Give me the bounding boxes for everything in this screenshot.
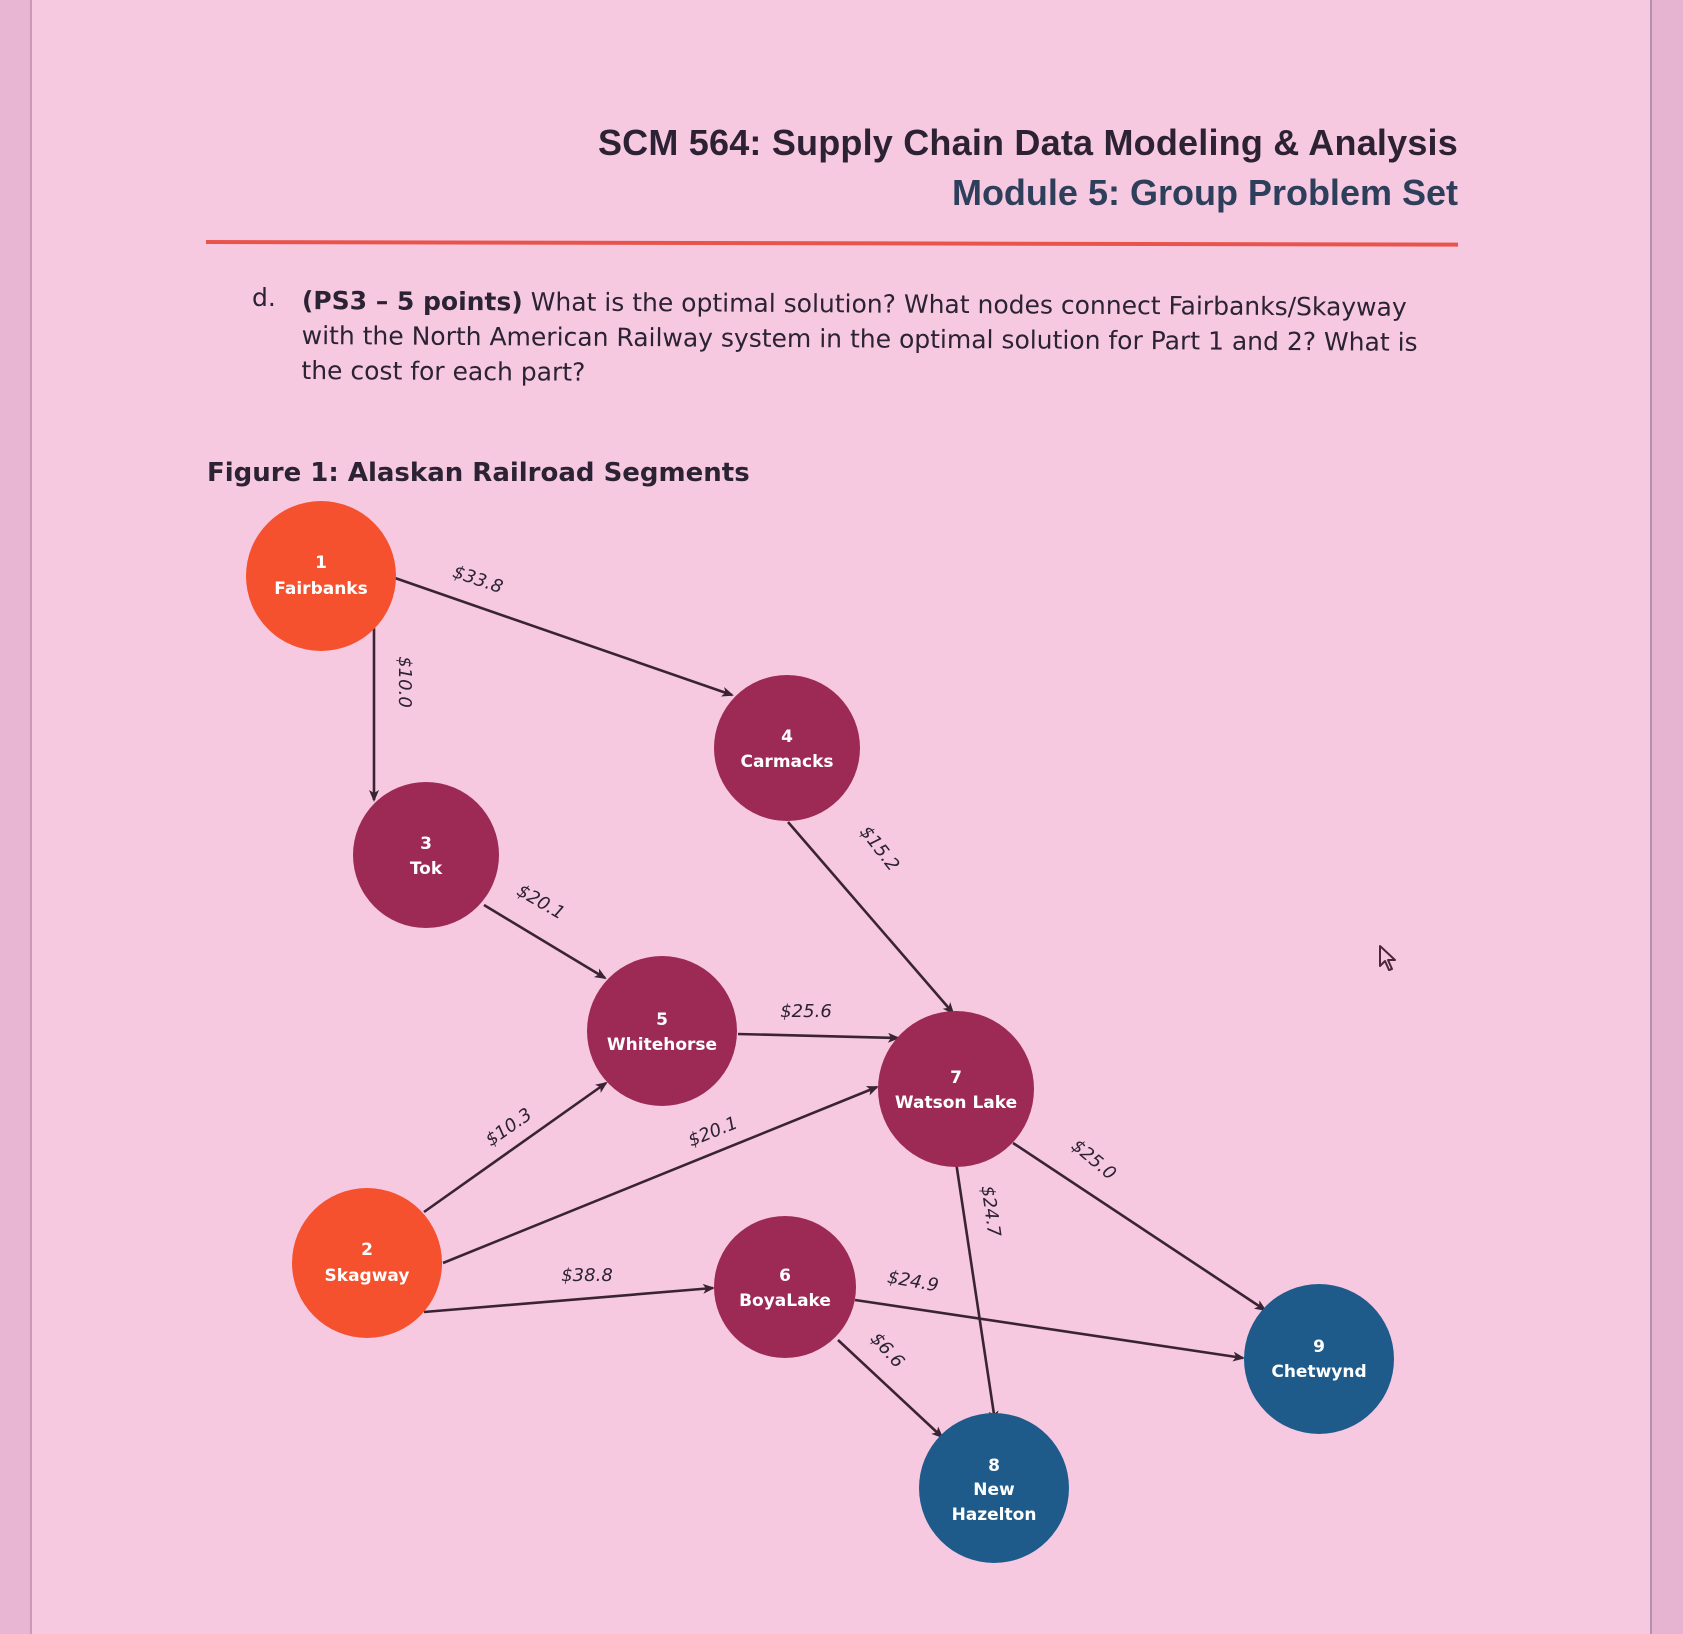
node-carmacks: 4 Carmacks [714, 675, 860, 821]
node-fairbanks-id: 1 [315, 553, 327, 573]
edge-3-5 [483, 903, 607, 980]
edge-2-6 [423, 1283, 715, 1314]
node-watson-lake-name: Watson Lake [895, 1093, 1017, 1113]
edge-2-7 [442, 1085, 879, 1265]
cost-label-2-5: $10.3 [482, 1104, 536, 1151]
edge-6-8 [837, 1339, 944, 1439]
node-whitehorse: 5 Whitehorse [587, 956, 737, 1106]
module-title: Module 5: Group Problem Set [951, 172, 1458, 213]
course-title: SCM 564: Supply Chain Data Modeling & An… [597, 122, 1458, 163]
cost-label-7-9: $25.0 [1067, 1135, 1120, 1184]
cost-label-2-6: $38.8 [561, 1265, 613, 1286]
monitor-bezel-right [1650, 0, 1683, 1634]
node-carmacks-name: Carmacks [740, 752, 833, 772]
node-whitehorse-id: 5 [656, 1010, 668, 1030]
cost-label-7-8: $24.7 [976, 1184, 1004, 1238]
edge-5-7 [737, 1032, 900, 1043]
node-skagway-name: Skagway [325, 1266, 410, 1286]
node-tok-name: Tok [410, 859, 443, 879]
cost-label-4-7: $15.2 [855, 822, 903, 876]
cost-label-3-5: $20.1 [513, 880, 568, 924]
edge-1-4 [394, 576, 734, 697]
node-boyalake-id: 6 [779, 1266, 791, 1286]
node-watson-lake-id: 7 [950, 1068, 962, 1088]
node-whitehorse-name: Whitehorse [607, 1035, 717, 1055]
node-new-hazelton-id: 8 [988, 1456, 1000, 1476]
edge-7-9 [1012, 1141, 1267, 1312]
question-letter: d. [252, 283, 276, 312]
node-new-hazelton-name-2: Hazelton [952, 1505, 1037, 1525]
edge-2-5 [423, 1081, 608, 1214]
node-chetwynd: 9 Chetwynd [1244, 1284, 1394, 1434]
cost-label-5-7: $25.6 [780, 1001, 832, 1022]
edge-6-9 [854, 1298, 1245, 1362]
cost-label-1-4: $33.8 [450, 561, 506, 598]
cost-label-6-8: $6.6 [866, 1328, 908, 1372]
cost-label-6-9: $24.9 [886, 1267, 940, 1297]
monitor-bezel-left [0, 0, 32, 1634]
node-fairbanks: 1 Fairbanks [246, 501, 396, 651]
node-skagway: 2 Skagway [292, 1188, 442, 1338]
mouse-pointer-icon [1379, 945, 1396, 971]
node-tok-id: 3 [420, 834, 432, 854]
node-carmacks-id: 4 [781, 727, 793, 747]
node-new-hazelton: 8 New Hazelton [919, 1413, 1069, 1563]
figure-caption: Figure 1: Alaskan Railroad Segments [207, 458, 750, 488]
node-chetwynd-id: 9 [1313, 1337, 1325, 1357]
node-boyalake-name: BoyaLake [739, 1291, 831, 1311]
edge-4-7 [787, 821, 955, 1015]
cost-label-1-3: $10.0 [394, 656, 415, 708]
node-fairbanks-name: Fairbanks [274, 579, 367, 599]
edges [369, 576, 1267, 1439]
node-watson-lake: 7 Watson Lake [878, 1011, 1034, 1167]
node-new-hazelton-name-1: New [973, 1480, 1015, 1500]
node-boyalake: 6 BoyaLake [714, 1216, 856, 1358]
node-tok: 3 Tok [353, 782, 499, 928]
edge-7-8 [954, 1161, 999, 1423]
node-chetwynd-name: Chetwynd [1271, 1362, 1366, 1382]
node-skagway-id: 2 [361, 1240, 373, 1260]
